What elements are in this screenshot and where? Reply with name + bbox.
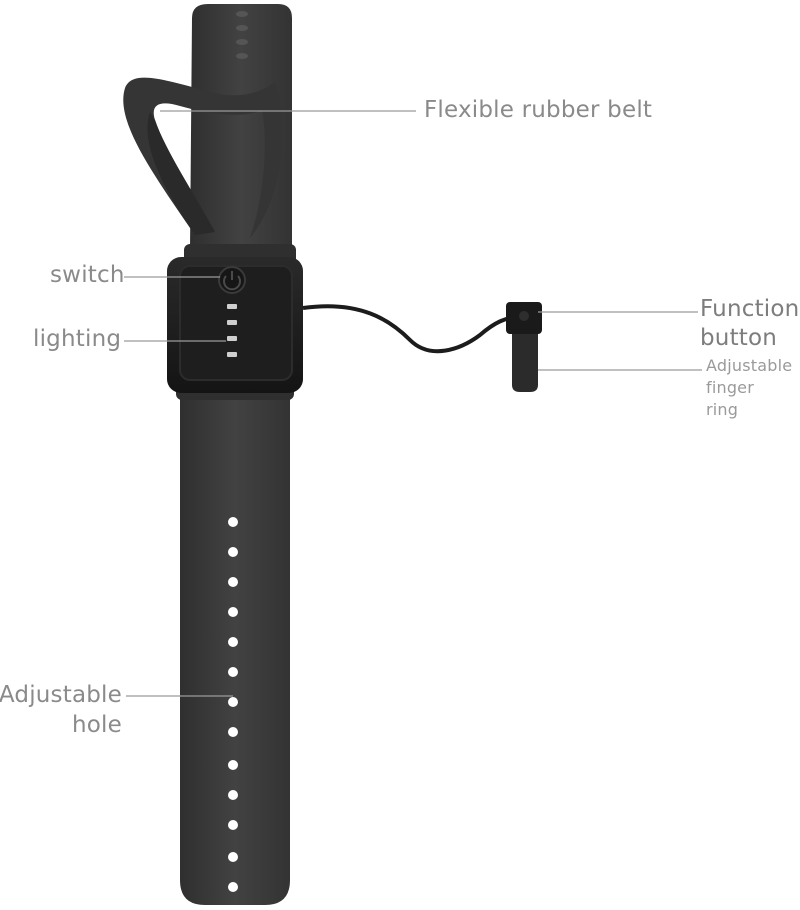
hole xyxy=(228,727,238,737)
label-function-line-1: Function xyxy=(700,296,800,322)
belt-loop-shadow xyxy=(147,112,215,235)
label-ring-line-3: ring xyxy=(706,400,739,419)
hole xyxy=(228,820,238,830)
lighting-leds xyxy=(227,304,237,357)
adjustable-holes xyxy=(228,517,238,892)
cable xyxy=(302,304,521,354)
label-flexible-rubber-belt: Flexible rubber belt xyxy=(424,97,653,123)
hole xyxy=(228,667,238,677)
hole xyxy=(228,882,238,892)
upper-strap-holes xyxy=(236,11,248,59)
label-hole-line-1: Adjustable xyxy=(0,682,122,708)
label-function-line-2: button xyxy=(700,325,778,351)
label-lighting: lighting xyxy=(33,326,122,352)
label-switch: switch xyxy=(50,262,125,288)
hole xyxy=(228,760,238,770)
hole xyxy=(228,607,238,617)
hole xyxy=(228,637,238,647)
label-hole-line-2: hole xyxy=(72,712,122,738)
hole xyxy=(228,517,238,527)
finger-ring xyxy=(512,330,538,392)
leader-lines xyxy=(124,110,702,697)
hole xyxy=(228,577,238,587)
hole xyxy=(228,697,238,707)
label-ring-line-1: Adjustable xyxy=(706,356,793,375)
power-icon[interactable] xyxy=(218,266,246,294)
hole xyxy=(228,852,238,862)
hole xyxy=(228,547,238,557)
function-button-dot xyxy=(519,311,529,321)
label-adjustable-finger-ring: Adjustable finger ring xyxy=(706,355,792,421)
label-function-button: Function button xyxy=(700,295,799,353)
hole xyxy=(228,790,238,800)
label-adjustable-hole: Adjustable hole xyxy=(0,680,122,740)
label-ring-line-2: finger xyxy=(706,378,754,397)
